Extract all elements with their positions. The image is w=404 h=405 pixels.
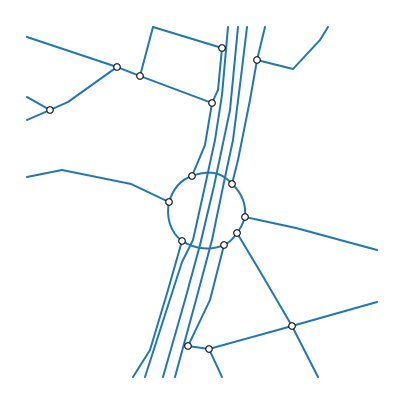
corridor-d <box>174 26 248 378</box>
road-layer <box>26 26 378 378</box>
intersection-node[interactable] <box>228 180 236 188</box>
intersection-node[interactable] <box>46 106 54 114</box>
road-west-upper <box>26 36 213 104</box>
intersection-node[interactable] <box>165 198 173 206</box>
intersection-node[interactable] <box>253 56 261 64</box>
intersection-node[interactable] <box>241 213 249 221</box>
road-north-loop <box>152 26 223 49</box>
corridor-a <box>191 47 223 177</box>
road-lower-link <box>187 325 293 350</box>
intersection-node[interactable] <box>136 72 144 80</box>
intersection-node[interactable] <box>188 172 196 180</box>
intersection-node[interactable] <box>178 237 186 245</box>
intersection-node[interactable] <box>233 229 241 237</box>
intersection-layer <box>46 44 296 353</box>
road-south-west <box>132 240 183 378</box>
road-northeast <box>256 26 329 70</box>
corridor-b <box>144 26 229 378</box>
corridor-e <box>231 26 266 185</box>
road-west-stub <box>26 96 51 111</box>
road-west-diagonal <box>26 66 118 121</box>
intersection-node[interactable] <box>220 241 228 249</box>
road-southeast <box>236 232 319 378</box>
intersection-node[interactable] <box>113 63 121 71</box>
intersection-node[interactable] <box>218 44 226 52</box>
road-north-spur <box>139 26 154 77</box>
road-lower-east <box>291 301 378 327</box>
road-lower-south <box>208 348 223 378</box>
intersection-node[interactable] <box>288 322 296 330</box>
road-south-loop <box>187 244 225 347</box>
road-east-approach <box>244 216 378 251</box>
intersection-node[interactable] <box>184 342 192 350</box>
intersection-node[interactable] <box>208 99 216 107</box>
corridor-c <box>162 26 239 378</box>
intersection-node[interactable] <box>205 345 213 353</box>
road-west-approach <box>26 169 170 203</box>
